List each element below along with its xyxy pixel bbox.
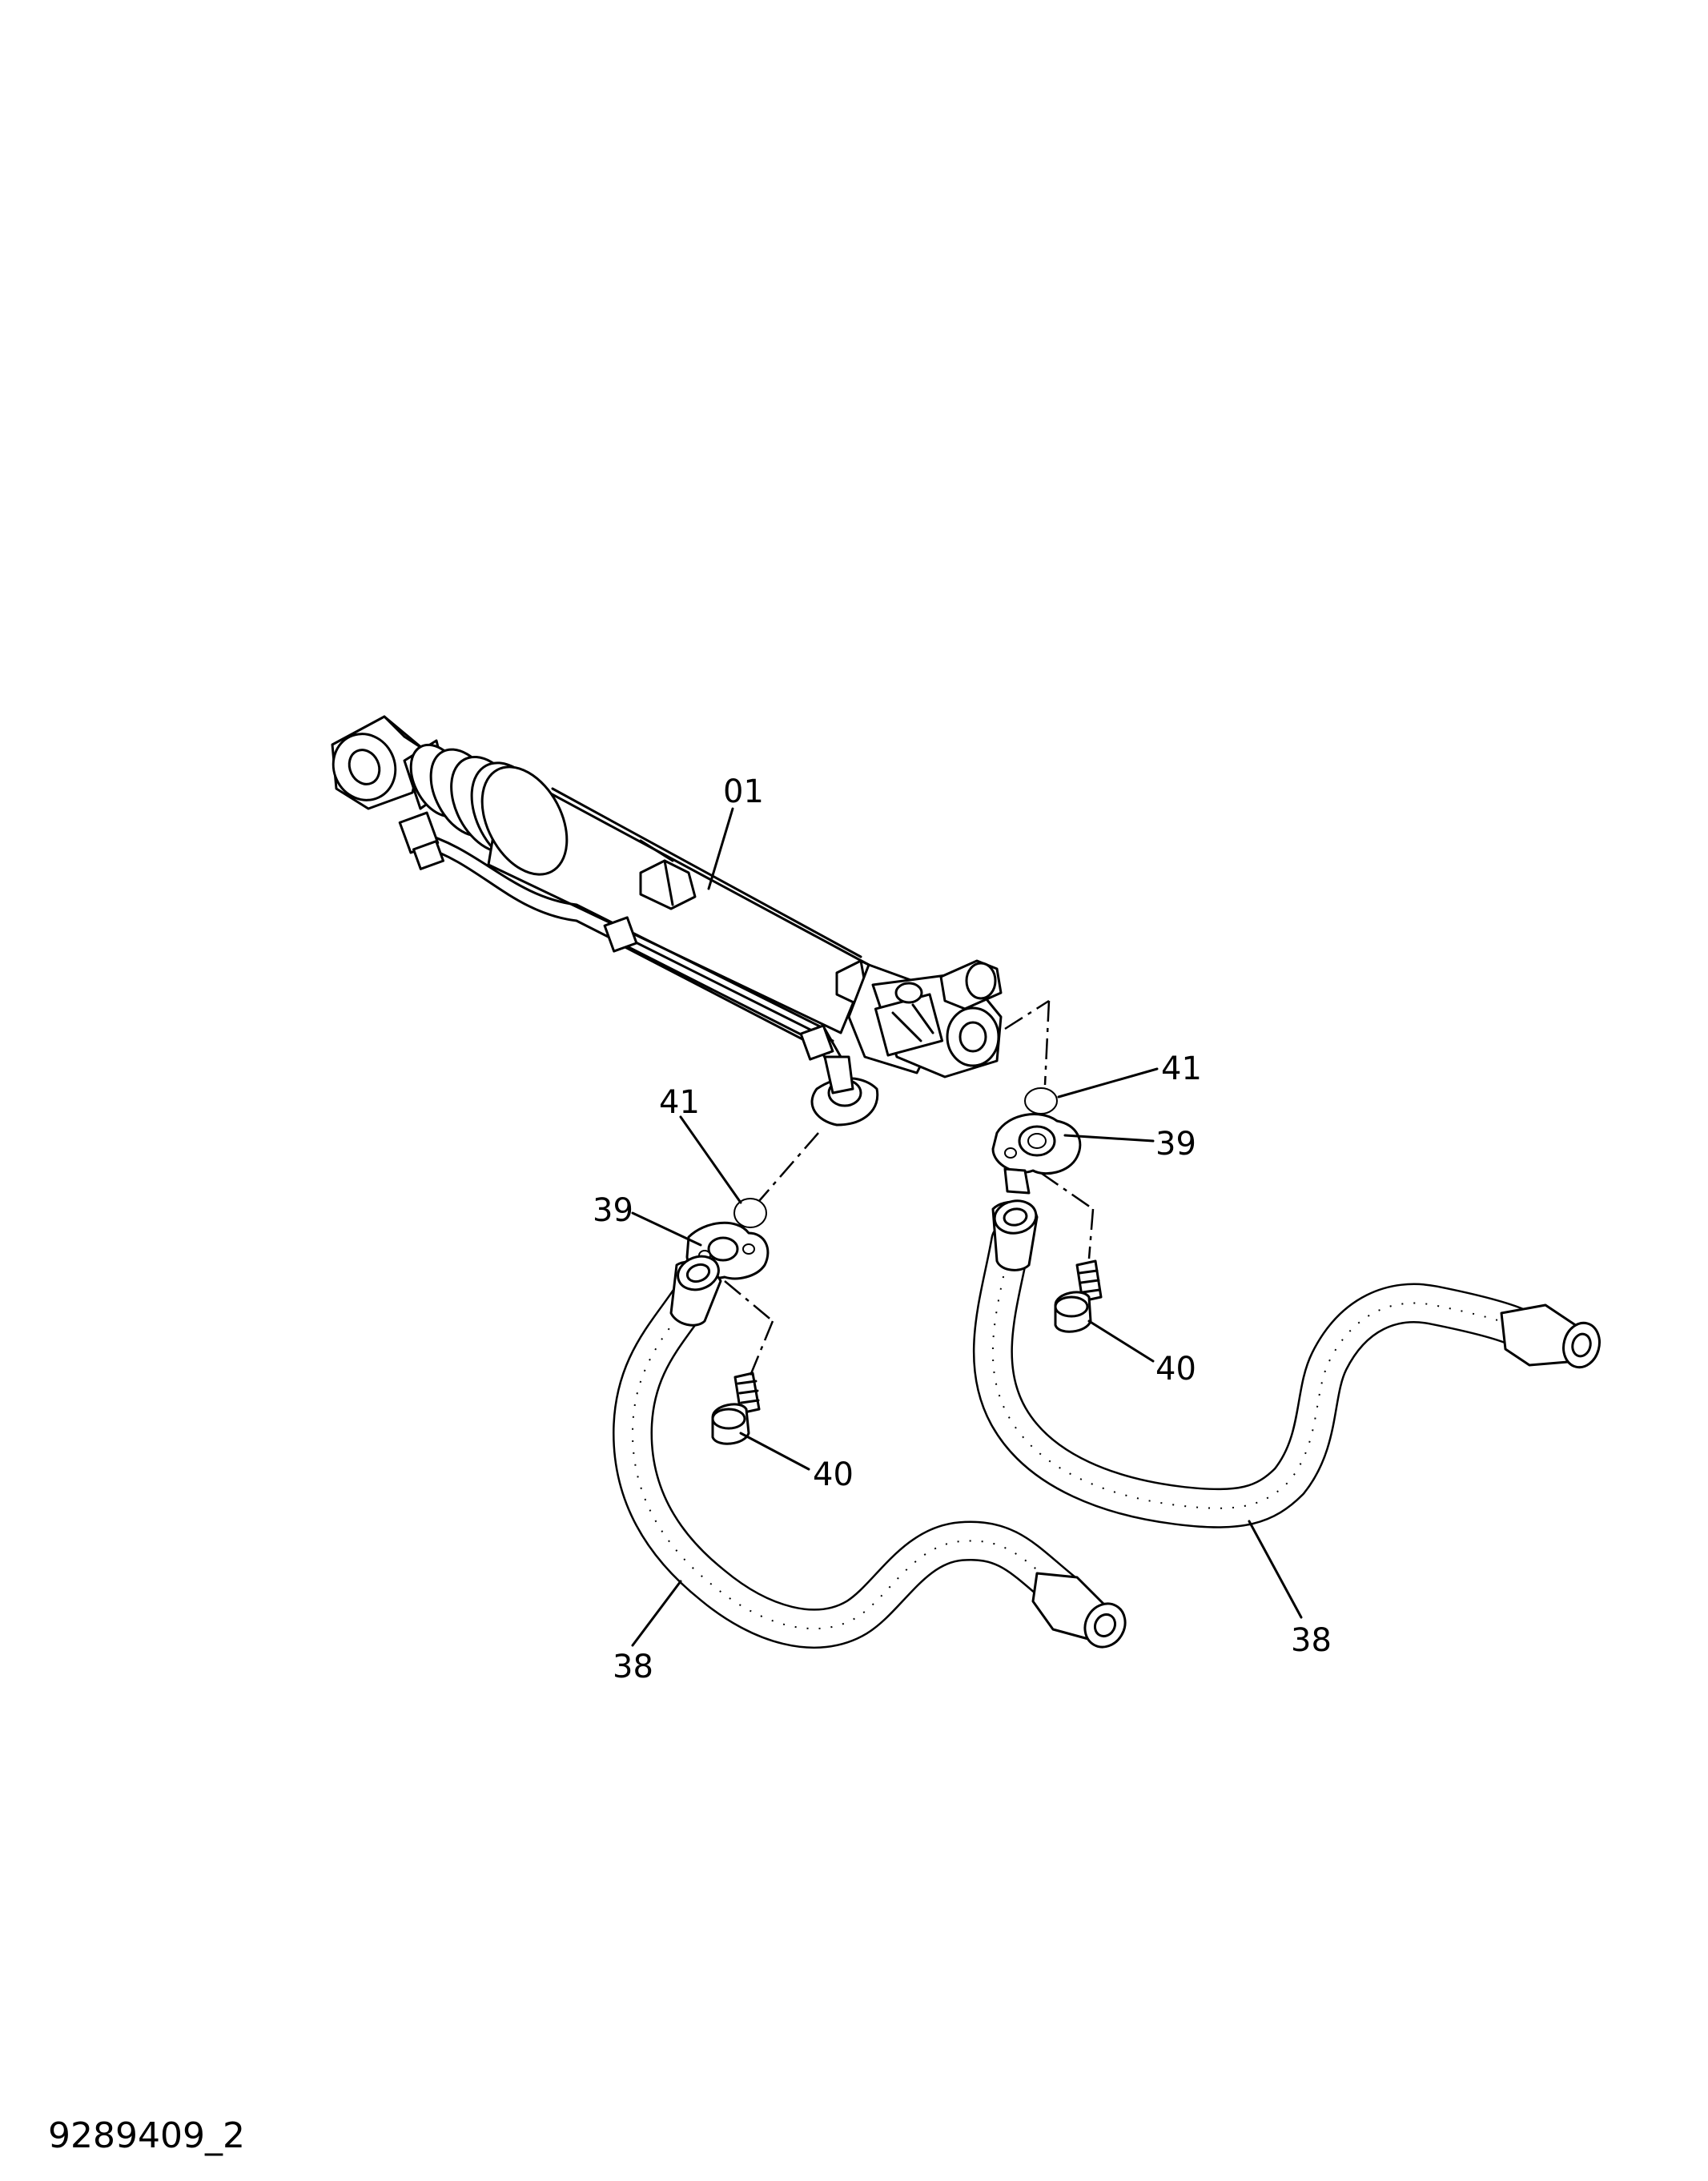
callout-labels: 01 41 39 40 38 41 39 40 38 xyxy=(593,773,1332,1685)
assembly-lines xyxy=(724,999,1095,1376)
oring-right xyxy=(1024,1087,1058,1115)
callout-cylinder: 01 xyxy=(723,773,764,810)
callout-hose-left: 38 xyxy=(613,1649,653,1685)
hose-right xyxy=(972,1199,1601,1528)
callout-bolt-left: 40 xyxy=(813,1456,854,1493)
callout-hose-right: 38 xyxy=(1291,1622,1332,1659)
oring-left xyxy=(733,1198,767,1228)
callout-flange-right: 39 xyxy=(1155,1126,1196,1163)
leader-lines xyxy=(631,807,1303,1647)
bolt-right xyxy=(1054,1259,1103,1333)
cylinder-pipe xyxy=(398,811,842,1066)
callout-oring-right: 41 xyxy=(1161,1050,1202,1087)
cylinder-base-end xyxy=(810,959,1003,1127)
cylinder-barrel xyxy=(480,765,893,1034)
callout-flange-left: 39 xyxy=(593,1192,633,1229)
hose-left xyxy=(613,1255,1127,1649)
callout-bolt-right: 40 xyxy=(1155,1351,1196,1388)
cylinder-rod-eye xyxy=(331,715,424,810)
drawing-id: 9289409_2 xyxy=(48,2115,245,2156)
hydraulic-cylinder xyxy=(331,715,1003,1127)
callout-oring-left: 41 xyxy=(659,1084,700,1121)
bolt-left xyxy=(711,1372,761,1445)
flange-right xyxy=(991,1113,1082,1195)
